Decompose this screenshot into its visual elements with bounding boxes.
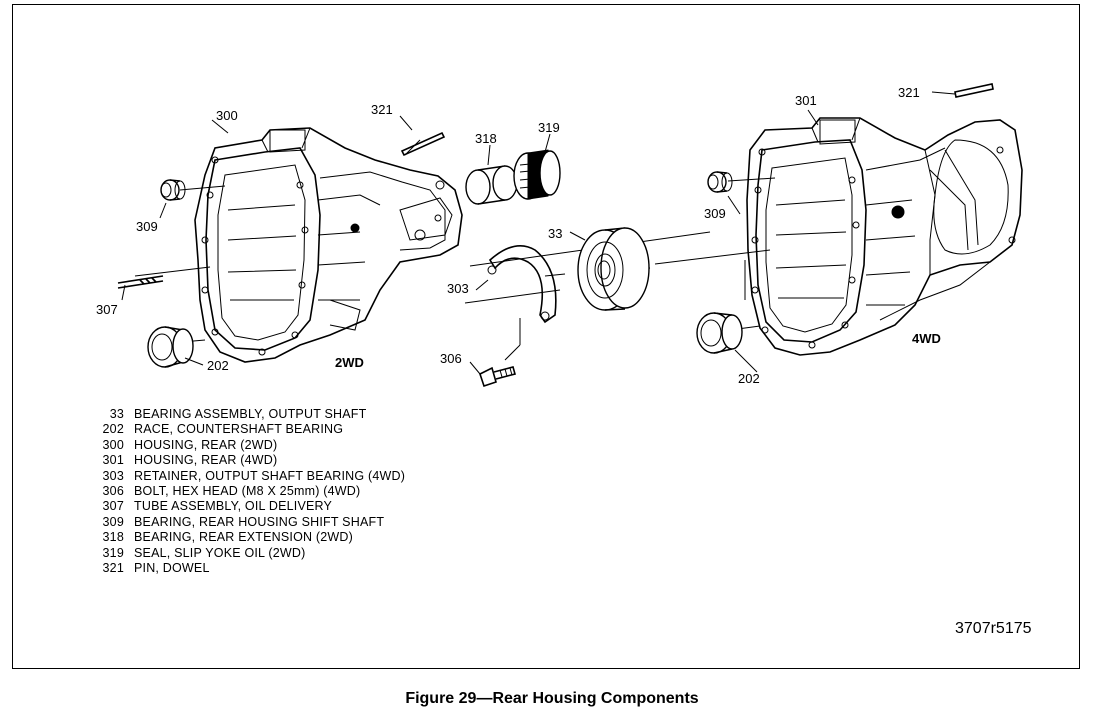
callout-303: 303	[447, 281, 469, 296]
bushing-309-left	[160, 179, 186, 201]
legend-row: 307 TUBE ASSEMBLY, OIL DELIVERY	[80, 499, 405, 514]
legend-text: TUBE ASSEMBLY, OIL DELIVERY	[134, 499, 333, 514]
legend-row: 33 BEARING ASSEMBLY, OUTPUT SHAFT	[80, 407, 405, 422]
bolt-306	[479, 366, 516, 388]
label-4wd: 4WD	[912, 331, 941, 346]
callout-33: 33	[548, 226, 562, 241]
housing-2wd	[194, 127, 463, 363]
legend-text: HOUSING, REAR (2WD)	[134, 437, 278, 452]
callout-301: 301	[795, 93, 817, 108]
race-202-left	[147, 326, 194, 368]
legend-number: 309	[102, 514, 124, 529]
legend-text: BEARING, REAR HOUSING SHIFT SHAFT	[134, 514, 385, 529]
legend-text: HOUSING, REAR (4WD)	[134, 453, 278, 468]
legend-number: 301	[102, 453, 124, 468]
legend-text: SEAL, SLIP YOKE OIL (2WD)	[134, 545, 306, 560]
reference-code: 3707r5175	[955, 620, 1032, 637]
dowel-pin-321-right	[954, 83, 994, 98]
legend-row: 301 HOUSING, REAR (4WD)	[80, 453, 405, 468]
legend-text: BEARING, REAR EXTENSION (2WD)	[134, 530, 354, 545]
legend-number: 303	[102, 468, 124, 483]
callout-309-right: 309	[704, 206, 726, 221]
callout-321-right: 321	[898, 85, 920, 100]
callout-319: 319	[538, 120, 560, 135]
housing-4wd	[746, 117, 1023, 356]
race-202-right	[696, 312, 743, 354]
callout-309-left: 309	[136, 219, 158, 234]
legend-text: PIN, DOWEL	[134, 561, 210, 576]
seal-319	[513, 149, 561, 200]
callout-321-left: 321	[371, 102, 393, 117]
callout-306: 306	[440, 351, 462, 366]
tube-307	[117, 275, 164, 289]
callout-leaders	[121, 115, 758, 375]
legend-number: 300	[102, 437, 124, 452]
figure-title: Figure 29—Rear Housing Components	[405, 690, 699, 707]
legend-text: RACE, COUNTERSHAFT BEARING	[134, 422, 344, 437]
legend-number: 33	[109, 407, 124, 421]
bearing-assembly-33	[577, 227, 650, 311]
callout-202-left: 202	[207, 358, 229, 373]
parts-legend: 33 BEARING ASSEMBLY, OUTPUT SHAFT 202 RACE,…	[80, 407, 405, 576]
legend-number: 202	[102, 422, 124, 437]
legend-row: 321 PIN, DOWEL	[80, 561, 405, 576]
label-2wd: 2WD	[335, 355, 364, 370]
diagram-frame	[12, 4, 1080, 669]
legend-row: 309 BEARING, REAR HOUSING SHIFT SHAFT	[80, 515, 405, 530]
legend-number: 319	[102, 545, 124, 560]
retainer-303	[487, 244, 557, 324]
legend-number: 306	[102, 484, 124, 499]
legend-text: BOLT, HEX HEAD (M8 X 25mm) (4WD)	[134, 484, 361, 499]
callout-318: 318	[475, 131, 497, 146]
legend-text: RETAINER, OUTPUT SHAFT BEARING (4WD)	[134, 468, 406, 483]
legend-row: 303 RETAINER, OUTPUT SHAFT BEARING (4WD)	[80, 469, 405, 484]
legend-row: 319 SEAL, SLIP YOKE OIL (2WD)	[80, 546, 405, 561]
dowel-pin-321-left	[400, 131, 446, 157]
bearing-318	[465, 165, 518, 205]
callout-300: 300	[216, 108, 238, 123]
legend-row: 300 HOUSING, REAR (2WD)	[80, 438, 405, 453]
legend-row: 202 RACE, COUNTERSHAFT BEARING	[80, 422, 405, 437]
legend-row: 306 BOLT, HEX HEAD (M8 X 25mm) (4WD)	[80, 484, 405, 499]
legend-row: 318 BEARING, REAR EXTENSION (2WD)	[80, 530, 405, 545]
legend-text: BEARING ASSEMBLY, OUTPUT SHAFT	[134, 407, 367, 421]
legend-number: 307	[102, 499, 124, 514]
callout-202-right: 202	[738, 371, 760, 386]
bushing-309-right	[707, 171, 733, 193]
callout-307: 307	[96, 302, 118, 317]
legend-number: 321	[102, 561, 124, 576]
legend-number: 318	[102, 530, 124, 545]
